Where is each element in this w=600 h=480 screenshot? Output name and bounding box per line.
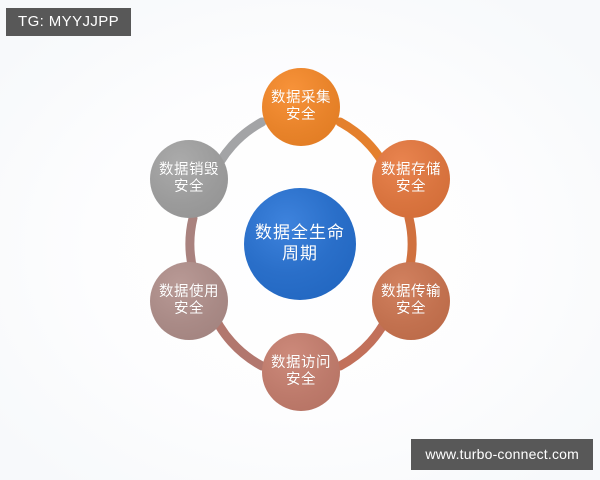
- cycle-node-label: 数据采集安全: [271, 89, 331, 123]
- cycle-center-label: 数据全生命周期: [255, 223, 345, 264]
- cycle-node-usage[interactable]: 数据使用安全: [150, 262, 228, 340]
- cycle-node-transmission[interactable]: 数据传输安全: [372, 262, 450, 340]
- cycle-node-label: 数据访问安全: [271, 354, 331, 388]
- cycle-node-destruction[interactable]: 数据销毁安全: [150, 140, 228, 218]
- cycle-node-access[interactable]: 数据访问安全: [262, 333, 340, 411]
- cycle-node-label: 数据传输安全: [381, 283, 441, 317]
- cycle-node-label: 数据销毁安全: [159, 161, 219, 195]
- cycle-node-storage[interactable]: 数据存储安全: [372, 140, 450, 218]
- cycle-node-collection[interactable]: 数据采集安全: [262, 68, 340, 146]
- site-watermark-badge: www.turbo-connect.com: [411, 439, 593, 470]
- cycle-node-label: 数据使用安全: [159, 283, 219, 317]
- cycle-center-node[interactable]: 数据全生命周期: [244, 188, 356, 300]
- cycle-node-label: 数据存储安全: [381, 161, 441, 195]
- tg-handle-badge: TG: MYYJJPP: [6, 8, 132, 36]
